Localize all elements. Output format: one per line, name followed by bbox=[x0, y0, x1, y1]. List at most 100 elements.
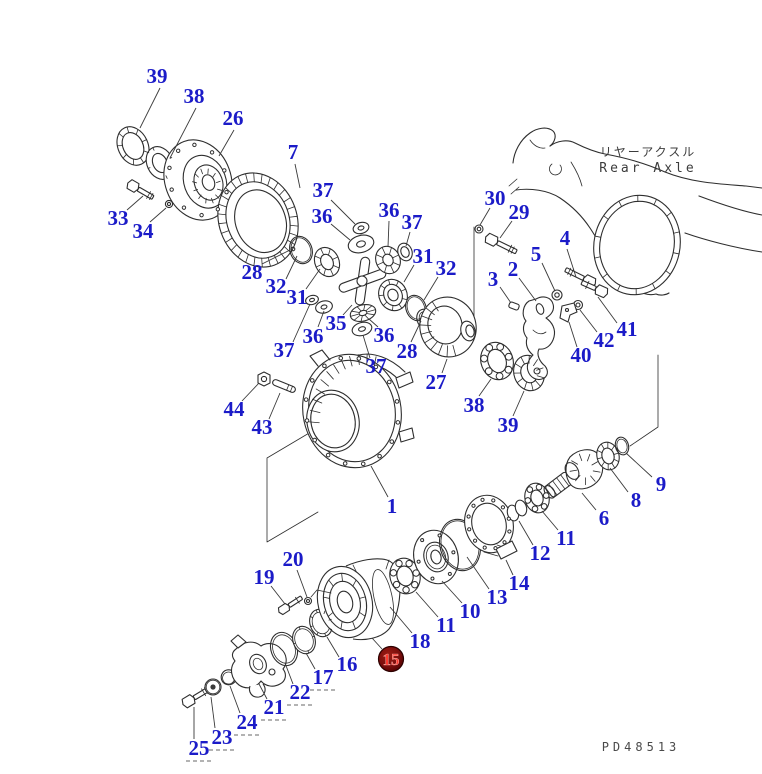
callout-28[interactable]: 28 bbox=[242, 249, 291, 284]
callout-36[interactable]: 36 bbox=[379, 198, 400, 248]
callout-6[interactable]: 6 bbox=[581, 492, 610, 530]
bevel-pinion-6 bbox=[543, 449, 604, 499]
callout-37[interactable]: 37 bbox=[274, 303, 311, 362]
bolt-29 bbox=[484, 232, 518, 255]
gear-teeth-and-rollers bbox=[116, 126, 680, 654]
callout-36[interactable]: 36 bbox=[368, 318, 395, 347]
bearing-cage-15 bbox=[316, 558, 401, 641]
callout-26[interactable]: 26 bbox=[218, 106, 244, 157]
pin-3 bbox=[508, 301, 520, 311]
svg-text:7: 7 bbox=[288, 140, 299, 164]
callout-44[interactable]: 44 bbox=[224, 382, 260, 421]
spider-cross-35 bbox=[338, 256, 387, 306]
washer-20 bbox=[303, 589, 332, 606]
svg-text:22: 22 bbox=[290, 680, 311, 704]
callout-24[interactable]: 24 bbox=[229, 685, 260, 736]
callout-39[interactable]: 39 bbox=[498, 390, 525, 437]
svg-text:42: 42 bbox=[594, 328, 615, 352]
svg-text:44: 44 bbox=[224, 397, 246, 421]
spacer-12 bbox=[506, 499, 528, 522]
caption-japanese: リヤーアクスル bbox=[600, 145, 697, 159]
callout-31[interactable]: 31 bbox=[403, 244, 434, 283]
callout-35[interactable]: 35 bbox=[326, 304, 353, 335]
callout-25[interactable]: 25 bbox=[186, 707, 212, 762]
callout-1[interactable]: 1 bbox=[370, 465, 397, 518]
svg-text:4: 4 bbox=[560, 226, 571, 250]
svg-text:36: 36 bbox=[303, 324, 324, 348]
washer-30 bbox=[474, 224, 484, 234]
callout-30[interactable]: 30 bbox=[479, 186, 506, 226]
svg-text:14: 14 bbox=[509, 571, 531, 595]
rear-axle-housing bbox=[508, 127, 762, 296]
callout-21[interactable]: 21 bbox=[258, 683, 287, 721]
callout-31[interactable]: 31 bbox=[287, 268, 321, 309]
callout-29[interactable]: 29 bbox=[499, 200, 530, 239]
callout-13[interactable]: 13 bbox=[466, 556, 508, 609]
callout-37[interactable]: 37 bbox=[313, 178, 356, 225]
svg-text:37: 37 bbox=[313, 178, 334, 202]
callout-33[interactable]: 33 bbox=[108, 195, 144, 230]
callout-37[interactable]: 37 bbox=[402, 210, 423, 247]
callout-22[interactable]: 22 bbox=[284, 662, 313, 706]
callout-42[interactable]: 42 bbox=[579, 309, 615, 352]
callout-43[interactable]: 43 bbox=[252, 392, 281, 439]
callout-15-highlighted[interactable]: 15 bbox=[371, 637, 405, 673]
svg-text:26: 26 bbox=[223, 106, 244, 130]
svg-text:34: 34 bbox=[133, 219, 155, 243]
callout-14[interactable]: 14 bbox=[505, 559, 531, 595]
callout-11[interactable]: 11 bbox=[415, 591, 456, 637]
callout-10[interactable]: 10 bbox=[441, 580, 481, 623]
side-gear-31-left bbox=[313, 246, 341, 278]
callout-32[interactable]: 32 bbox=[266, 255, 298, 298]
callout-8[interactable]: 8 bbox=[609, 467, 641, 512]
callout-32[interactable]: 32 bbox=[423, 256, 457, 301]
svg-text:31: 31 bbox=[287, 285, 308, 309]
svg-text:12: 12 bbox=[530, 541, 551, 565]
svg-text:11: 11 bbox=[436, 613, 456, 637]
callout-27[interactable]: 27 bbox=[426, 358, 448, 394]
nut-44 bbox=[257, 371, 271, 387]
callout-28[interactable]: 28 bbox=[397, 320, 422, 363]
callout-41[interactable]: 41 bbox=[597, 296, 638, 341]
callout-39[interactable]: 39 bbox=[139, 64, 168, 129]
callout-2[interactable]: 2 bbox=[508, 257, 537, 302]
callout-7[interactable]: 7 bbox=[288, 140, 301, 189]
svg-text:36: 36 bbox=[374, 323, 395, 347]
callout-18[interactable]: 18 bbox=[389, 606, 431, 653]
callout-9[interactable]: 9 bbox=[625, 452, 666, 496]
svg-text:37: 37 bbox=[366, 354, 387, 378]
thrust-washer-36-top bbox=[347, 234, 375, 254]
svg-text:23: 23 bbox=[212, 725, 233, 749]
callout-38[interactable]: 38 bbox=[464, 378, 492, 417]
callout-20[interactable]: 20 bbox=[283, 547, 308, 598]
callout-16[interactable]: 16 bbox=[326, 636, 358, 676]
callout-4[interactable]: 4 bbox=[560, 226, 577, 278]
svg-text:5: 5 bbox=[531, 242, 542, 266]
callout-19[interactable]: 19 bbox=[254, 565, 286, 605]
callout-34[interactable]: 34 bbox=[133, 207, 167, 243]
svg-text:6: 6 bbox=[599, 506, 610, 530]
svg-text:3: 3 bbox=[488, 267, 499, 291]
thrust-washer-37-right bbox=[397, 242, 413, 262]
callout-37[interactable]: 37 bbox=[362, 334, 387, 378]
callout-36[interactable]: 36 bbox=[312, 204, 351, 241]
shim-ring-14 bbox=[464, 494, 518, 560]
washer-5 bbox=[551, 289, 563, 301]
callout-5[interactable]: 5 bbox=[531, 242, 556, 292]
callout-38[interactable]: 38 bbox=[169, 84, 205, 159]
drawing-code: PD48513 bbox=[602, 740, 681, 754]
differential-case-half-26 bbox=[163, 139, 233, 221]
svg-text:15: 15 bbox=[383, 650, 400, 669]
callout-40[interactable]: 40 bbox=[568, 321, 592, 367]
callout-23[interactable]: 23 bbox=[209, 696, 235, 751]
svg-text:38: 38 bbox=[464, 393, 485, 417]
callout-17[interactable]: 17 bbox=[305, 652, 336, 691]
callout-11[interactable]: 11 bbox=[541, 510, 576, 550]
svg-text:36: 36 bbox=[312, 204, 333, 228]
callout-12[interactable]: 12 bbox=[518, 520, 551, 565]
callout-3[interactable]: 3 bbox=[488, 267, 512, 304]
nut-34 bbox=[164, 199, 174, 209]
callout-36[interactable]: 36 bbox=[303, 310, 325, 348]
svg-text:17: 17 bbox=[313, 665, 334, 689]
bolt-19 bbox=[277, 595, 303, 616]
